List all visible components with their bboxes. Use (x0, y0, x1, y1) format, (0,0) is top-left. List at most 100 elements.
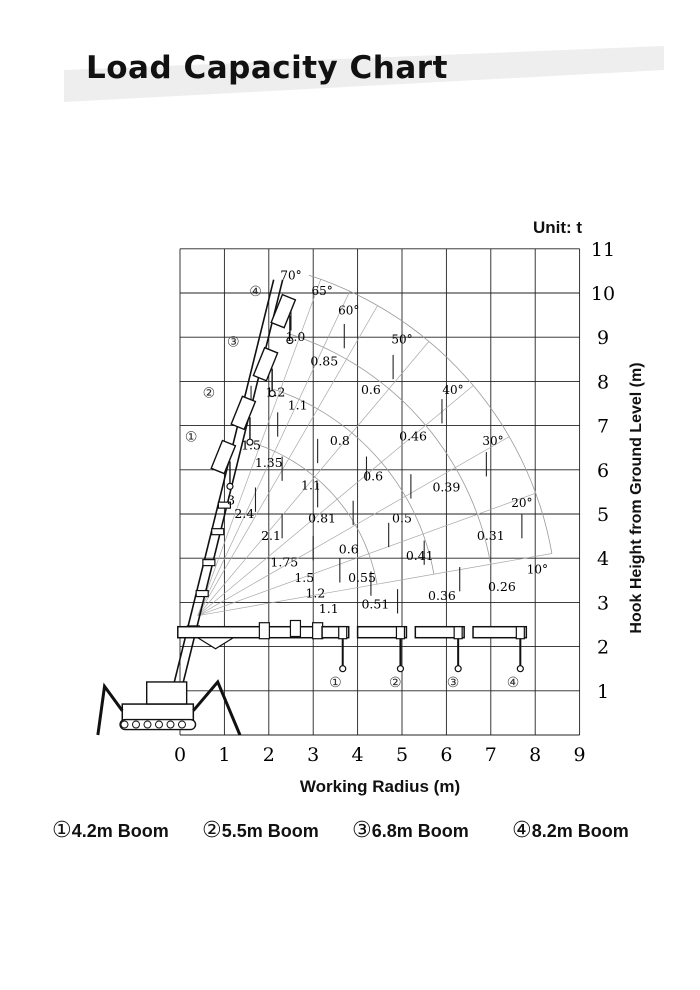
boom-head (252, 346, 279, 382)
boom-head (230, 395, 257, 431)
y-tick-label: 11 (591, 239, 615, 261)
load-value: 1.1 (319, 601, 339, 616)
y-tick-label: 6 (597, 460, 609, 482)
x-tick-label: 3 (307, 744, 319, 766)
load-value: 0.6 (363, 468, 383, 483)
hook-block (396, 665, 405, 673)
crane-body (121, 703, 195, 721)
load-value: 0.41 (406, 548, 434, 563)
boom-marker: ④ (249, 284, 262, 300)
x-tick-label: 4 (352, 744, 364, 766)
track-wheel (178, 720, 186, 729)
radius-arc (289, 333, 492, 565)
angle-ray (197, 279, 322, 616)
boom-bracket (195, 637, 236, 650)
load-value: 1.5 (241, 437, 261, 452)
x-tick-label: 9 (574, 744, 586, 766)
angle-ray (197, 492, 536, 616)
y-tick-label: 3 (597, 592, 609, 614)
radius-arc (308, 274, 553, 554)
load-value: 0.46 (399, 429, 427, 444)
legend-marker: ② (202, 818, 222, 843)
load-value: 0.51 (361, 597, 389, 612)
load-value: 0.6 (339, 541, 359, 556)
load-value: 0.8 (330, 433, 350, 448)
load-value: 0.39 (432, 479, 460, 494)
title-band (64, 46, 664, 102)
y-tick-label: 7 (597, 416, 609, 438)
load-value: 1.75 (270, 555, 298, 570)
boom-collar (312, 622, 324, 640)
y-tick-label: 2 (597, 637, 609, 659)
legend-text: 8.2m Boom (531, 821, 629, 841)
x-tick-label: 6 (440, 744, 452, 766)
angle-rays (197, 279, 552, 617)
load-value: 1.2 (266, 384, 286, 399)
x-tick-label: 7 (485, 744, 497, 766)
legend-marker: ④ (512, 818, 532, 843)
boom-collar (258, 622, 270, 640)
load-value: 0.5 (392, 510, 412, 525)
boom-head (210, 439, 237, 475)
y-tick-label: 8 (597, 371, 609, 393)
boom-marker: ② (389, 675, 402, 691)
legend-item: ①4.2m Boom (52, 818, 169, 843)
horizontal-boom-section (321, 625, 350, 639)
y-tick-label: 10 (591, 283, 615, 305)
y-tick-label: 9 (597, 327, 609, 349)
x-tick-label: 8 (529, 744, 541, 766)
horizontal-boom-section (472, 625, 528, 639)
radius-arc (271, 388, 435, 575)
track-wheel (120, 720, 129, 729)
load-value: 1.5 (294, 570, 314, 585)
load-value: 0.85 (310, 354, 338, 369)
legend-text: 4.2m Boom (71, 821, 169, 841)
boom-marker: ① (329, 675, 342, 691)
boom-marker: ① (185, 430, 198, 446)
load-value: 1.1 (288, 398, 308, 413)
boom-collar (202, 559, 216, 567)
angle-label: 60° (338, 304, 359, 318)
boom-marker: ② (203, 385, 216, 401)
legend-text: 6.8m Boom (371, 821, 469, 841)
outrigger-right (192, 679, 242, 736)
hook-block (339, 665, 347, 673)
angle-label: 50° (391, 332, 412, 346)
load-value: 0.26 (488, 579, 516, 594)
hook-block (286, 336, 294, 345)
hook-block (516, 665, 524, 673)
y-axis-title-text: Hook Height from Ground Level (m) (628, 362, 645, 634)
angle-label: 65° (311, 284, 332, 298)
load-value: 3 (227, 493, 235, 508)
radius-arcs (253, 274, 553, 585)
hook-block (268, 389, 276, 398)
page-title: Load Capacity Chart (86, 50, 448, 86)
crane-turret (145, 681, 188, 705)
horizontal-boom-head (395, 626, 406, 640)
angle-ray (197, 341, 430, 616)
load-value: 0.55 (348, 570, 376, 585)
y-tick-label: 5 (597, 504, 609, 526)
track-wheel (143, 720, 152, 729)
unit-label: Unit: t (533, 218, 583, 237)
x-axis-title: Working Radius (m) (299, 777, 461, 796)
load-value: 1.0 (285, 329, 305, 344)
boom-edge (173, 279, 275, 685)
boom-collar (289, 619, 302, 638)
track-wheel (132, 720, 140, 729)
y-tick-label: 1 (597, 681, 609, 703)
crane-boom-drawing (173, 279, 528, 685)
boom-marker: ③ (227, 335, 240, 351)
boom-collar (217, 501, 231, 509)
angle-label: 20° (511, 496, 532, 510)
angle-ray (197, 305, 378, 616)
x-tick-label: 1 (218, 744, 230, 766)
boom-marker: ④ (507, 675, 520, 691)
crane-base-drawing (96, 679, 242, 736)
hook-block (246, 438, 254, 446)
x-tick-label: 0 (174, 744, 186, 766)
y-tick-label: 4 (597, 548, 609, 570)
